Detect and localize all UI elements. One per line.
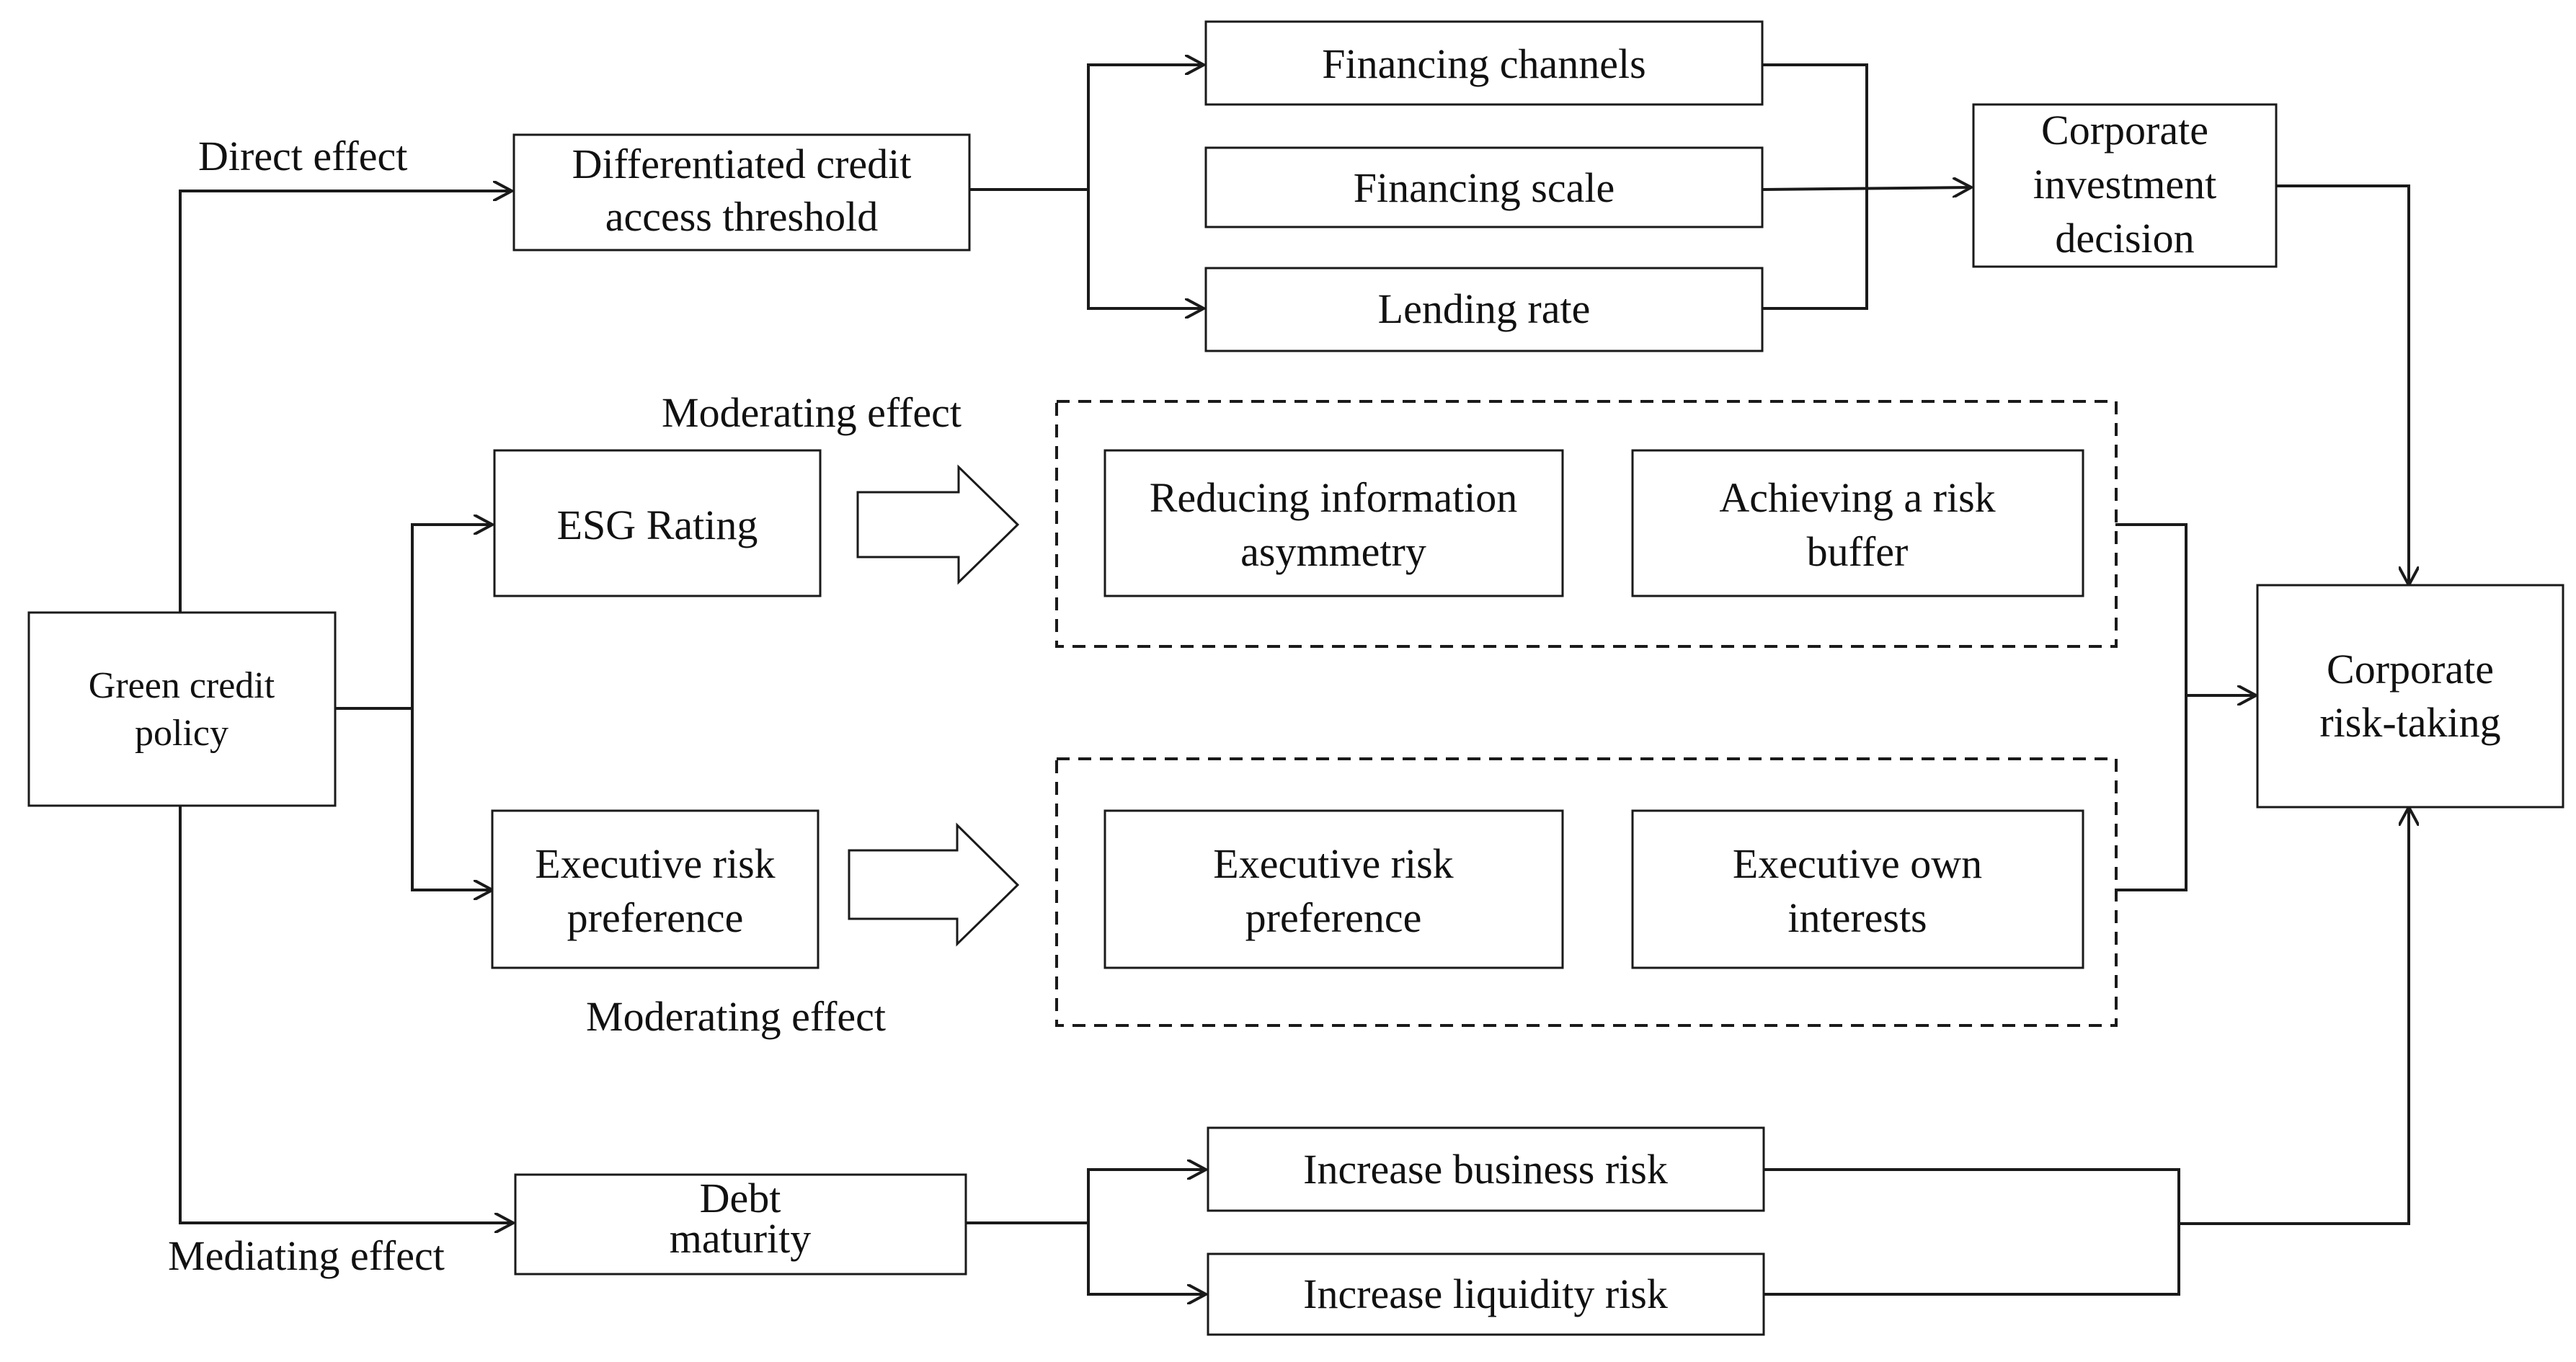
- svg-text:ESG Rating: ESG Rating: [557, 502, 758, 548]
- label-direct-effect: Direct effect: [198, 133, 407, 179]
- risks-out: [1764, 1168, 2180, 1296]
- mediating-effect-connector: [179, 806, 513, 1223]
- executive-moderating-block-arrow: [848, 822, 1020, 947]
- financing-to-investment-connector: [1762, 187, 1971, 190]
- direct-effect-connector: [179, 191, 512, 613]
- node-financing-scale: Financing scale: [1204, 146, 1764, 228]
- financing-channels-out: [1762, 63, 1868, 310]
- branch-to-financing-channels: [1087, 65, 1204, 190]
- svg-text:Debtmaturitymismatch: Debtmaturitymismatch: [659, 1175, 822, 1276]
- moderator-branch-to-esg: [411, 525, 492, 708]
- moderator-branch-to-executive: [411, 708, 492, 890]
- executive-mechanism-group: [1055, 757, 2118, 1027]
- branch-to-liquidity-risk: [1087, 1223, 1206, 1294]
- svg-text:Lending rate: Lending rate: [1378, 285, 1591, 332]
- esg-group-out: [2115, 523, 2188, 891]
- svg-text:Increase business risk: Increase business risk: [1303, 1146, 1668, 1193]
- label-moderating-effect-top: Moderating effect: [662, 389, 961, 436]
- branch-to-business-risk: [1087, 1170, 1206, 1223]
- node-increase-business-risk: Increase business risk: [1207, 1126, 1765, 1212]
- node-financing-channels: Financing channels: [1204, 20, 1764, 106]
- branch-to-lending-rate: [1087, 190, 1204, 308]
- esg-moderating-block-arrow: [856, 464, 1020, 585]
- node-debt-maturity-mismatch: Debtmaturitymismatch: [514, 1173, 967, 1276]
- svg-text:Increase liquidity risk: Increase liquidity risk: [1303, 1270, 1668, 1317]
- node-lending-rate: Lending rate: [1204, 267, 1764, 352]
- label-mediating-effect: Mediating effect: [168, 1232, 445, 1279]
- node-esg-rating: ESG Rating: [493, 449, 822, 597]
- investment-to-risk-taking-connector: [2276, 184, 2409, 585]
- svg-text:Financing channels: Financing channels: [1322, 40, 1645, 87]
- risks-to-risk-taking-connector: [2179, 807, 2409, 1225]
- esg-mechanism-group: [1055, 400, 2118, 648]
- label-moderating-effect-bottom: Moderating effect: [586, 993, 886, 1040]
- svg-text:Financing scale: Financing scale: [1354, 164, 1615, 211]
- connectors: [179, 63, 2409, 1296]
- node-increase-liquidity-risk: Increase liquidity risk: [1207, 1252, 1765, 1336]
